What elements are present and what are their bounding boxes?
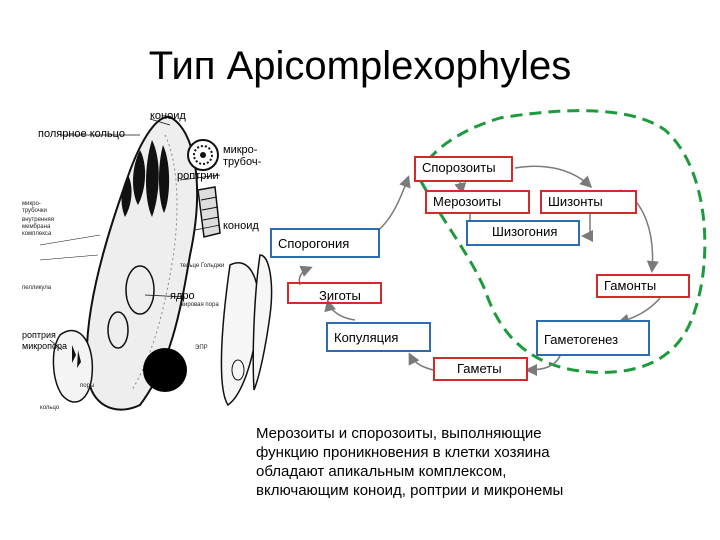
merozoite-right bbox=[220, 262, 260, 407]
label-konoid-top: коноид bbox=[150, 110, 186, 122]
stage-shizogonia: Шизогония bbox=[466, 220, 580, 246]
label-small-1: микро- bbox=[22, 201, 41, 207]
arrow-gametogenez-to-gamety bbox=[525, 355, 561, 376]
label-small-11: кольцо bbox=[40, 405, 60, 411]
slide-title: Тип Apicomplexophyles bbox=[148, 44, 572, 88]
label-tubules: трубоч- bbox=[223, 156, 262, 168]
rhoptry-shape bbox=[133, 150, 146, 205]
stage-gamonty: Гамонты bbox=[596, 274, 690, 298]
stage-gametogenez: Гаметогенез bbox=[536, 320, 650, 356]
label-polar-ring: полярное кольцо bbox=[38, 128, 125, 140]
label-small-4: мембрана bbox=[22, 224, 51, 230]
small-sporozoite bbox=[52, 329, 94, 403]
stage-shizonty: Шизонты bbox=[540, 190, 637, 214]
label-small-5: комплекса bbox=[22, 231, 52, 237]
stage-sporogonia: Спорогония bbox=[270, 228, 380, 258]
label-small-7: поры bbox=[80, 383, 95, 389]
label-roptrii: роптрии bbox=[177, 170, 219, 182]
label-small-8: тельце Гольджи bbox=[180, 263, 225, 269]
arrow-kopul-to-zigoty bbox=[324, 299, 356, 321]
description-line: обладают апикальным комплексом, bbox=[256, 463, 507, 480]
dashed-asexual-loop bbox=[416, 109, 707, 374]
label-roptria: роптрия bbox=[22, 330, 56, 340]
label-small-3: внутренняя bbox=[22, 217, 55, 223]
description-text: Мерозоиты и спорозоиты, выполняющие функ… bbox=[256, 424, 686, 500]
label-small-9: жировая пора bbox=[180, 302, 219, 308]
label-yadro: ядро bbox=[170, 290, 195, 302]
cell-drawing bbox=[39, 115, 273, 411]
arrow-spor-to-shiz bbox=[514, 165, 593, 189]
arrow-shiz-to-shizogonia bbox=[581, 214, 593, 242]
stage-merozoity: Мерозоиты bbox=[425, 190, 530, 214]
description-line: включающим коноид, роптрии и микронемы bbox=[256, 482, 564, 499]
arrow-gam-to-gametogenez bbox=[617, 297, 661, 326]
label-konoid-side: коноид bbox=[223, 220, 259, 232]
description-line: функцию проникновения в клетки хозяина bbox=[256, 444, 550, 461]
label-small-2: трубочки bbox=[22, 208, 47, 214]
nucleus-shape bbox=[143, 348, 187, 392]
description-line: Мерозоиты и спорозоиты, выполняющие bbox=[256, 425, 542, 442]
label-micro: микро- bbox=[223, 144, 258, 156]
apicomplexa-cell-illustration: коноид полярное кольцо микро- трубоч- ро… bbox=[20, 105, 280, 420]
label-small-6: пелликула bbox=[22, 285, 52, 291]
stage-sporozoity: Спорозоиты bbox=[414, 156, 513, 182]
stage-kopulyatsia: Копуляция bbox=[326, 322, 431, 352]
stage-gamety: Гаметы bbox=[433, 357, 528, 381]
stage-zigoty: Зиготы bbox=[287, 282, 382, 304]
label-mikropora: микропора bbox=[22, 341, 68, 351]
label-small-10: ЭПР bbox=[195, 345, 208, 351]
